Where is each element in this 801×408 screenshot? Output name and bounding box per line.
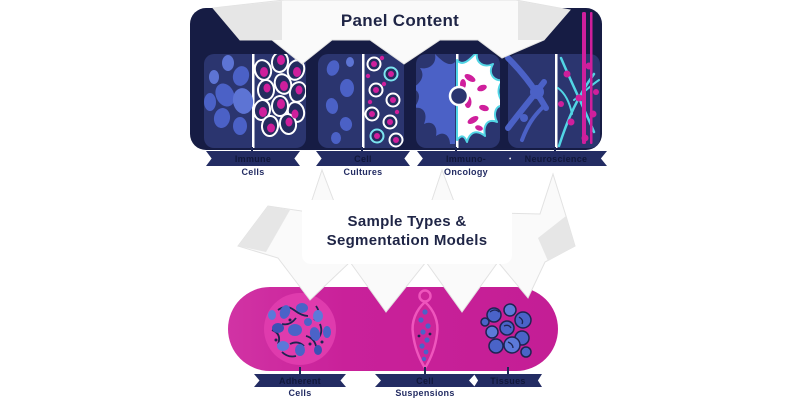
label-ribbon: Adherent	[254, 374, 346, 387]
tissue-icon	[480, 303, 532, 358]
label-ribbon: Tissues	[474, 374, 542, 387]
panel-connector-line	[251, 147, 253, 154]
sample-label-adherent-cells: Adherent Cells	[254, 374, 346, 398]
label-ribbon: Cell	[316, 151, 410, 166]
sample-title-line1: Sample Types &	[347, 213, 467, 230]
clustered-cells-illustration	[204, 54, 306, 137]
sample-banner-ribbon	[237, 168, 576, 313]
sample-connector-line	[507, 367, 509, 376]
sample-types-strip	[228, 287, 558, 371]
sample-connector-line	[424, 367, 426, 376]
panel-label-cell-cultures: Cell Cultures	[316, 151, 410, 177]
panel-connector-line	[554, 147, 556, 154]
sample-label-tissues: Tissues	[474, 374, 542, 388]
sample-label-cell-suspensions: Cell Suspensions	[375, 374, 475, 398]
cell-suspension-tube-icon	[411, 289, 439, 370]
adherent-cells-icon	[264, 293, 336, 365]
neurite-network-illustration	[505, 12, 600, 148]
top-banner-ribbon	[212, 0, 571, 65]
panel-connector-line	[455, 147, 457, 154]
label-ribbon: Immuno-	[417, 151, 515, 166]
astrocyte-illustration	[416, 54, 500, 144]
dissociated-cells-illustration	[325, 55, 404, 148]
panel-label-immuno-oncology: Immuno- Oncology	[417, 151, 515, 177]
panel-label-neuroscience: Neuroscience	[505, 151, 607, 167]
sample-connector-line	[299, 367, 301, 376]
label-ribbon: Neuroscience	[505, 151, 607, 166]
label-ribbon: Immune	[206, 151, 300, 166]
sample-types-title: Sample Types & Segmentation Models	[300, 212, 514, 250]
label-ribbon: Cell	[375, 374, 475, 387]
panel-connector-line	[361, 147, 363, 154]
panel-content-title: Panel Content	[340, 11, 460, 30]
sample-title-line2: Segmentation Models	[326, 232, 488, 249]
panel-label-immune-cells: Immune Cells	[206, 151, 300, 177]
